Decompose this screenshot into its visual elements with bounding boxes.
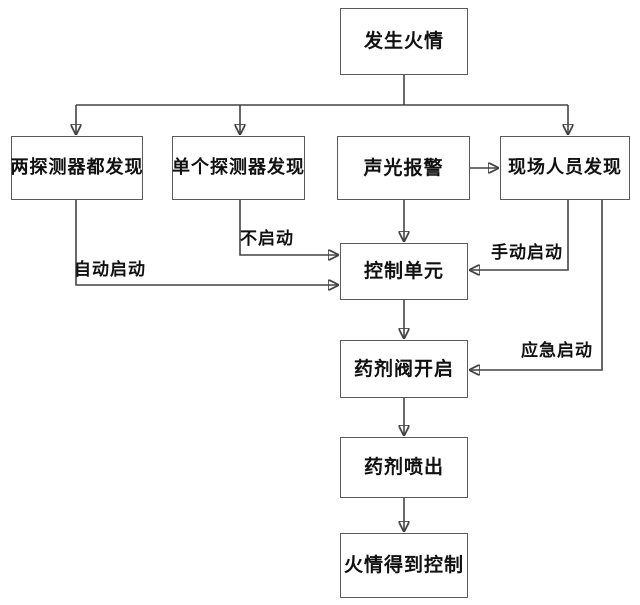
node-fire-under-control-label: 火情得到控制: [343, 554, 464, 576]
node-both-detectors-detect[interactable]: 两探测器都发现: [11, 136, 143, 200]
edge-label-not-started: 不启动: [240, 229, 294, 249]
node-fire-occurs[interactable]: 发生火情: [340, 8, 468, 75]
node-fire-under-control[interactable]: 火情得到控制: [340, 533, 468, 598]
node-audible-visual-alarm[interactable]: 声光报警: [337, 136, 470, 200]
edge-label-auto-start: 自动启动: [74, 260, 146, 280]
node-control-unit[interactable]: 控制单元: [340, 243, 468, 300]
node-agent-sprays-out[interactable]: 药剂喷出: [340, 437, 468, 498]
node-agent-sprays-out-label: 药剂喷出: [363, 456, 444, 478]
node-onsite-personnel-detect[interactable]: 现场人员发现: [500, 136, 630, 200]
edge-label-emergency-start: 应急启动: [521, 341, 593, 361]
edge-label-manual-start: 手动启动: [491, 243, 563, 263]
node-audible-visual-alarm-label: 声光报警: [363, 156, 444, 179]
node-both-detectors-detect-label: 两探测器都发现: [10, 157, 144, 178]
node-single-detector-detects[interactable]: 单个探测器发现: [172, 136, 305, 200]
node-agent-valve-opens[interactable]: 药剂阀开启: [340, 340, 468, 398]
node-onsite-personnel-detect-label: 现场人员发现: [508, 157, 622, 178]
node-single-detector-detects-label: 单个探测器发现: [172, 157, 305, 178]
node-control-unit-label: 控制单元: [363, 260, 444, 282]
node-fire-occurs-label: 发生火情: [363, 30, 444, 52]
node-agent-valve-opens-label: 药剂阀开启: [353, 357, 454, 380]
